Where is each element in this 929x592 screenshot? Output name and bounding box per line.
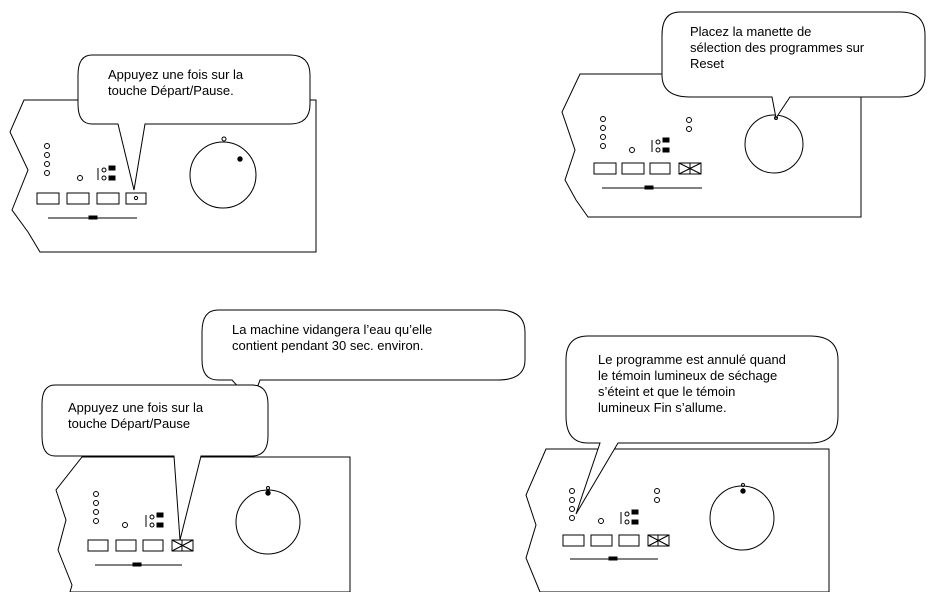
option-button-3[interactable]	[96, 192, 120, 205]
control-panel-outline	[525, 448, 830, 592]
control-panel-outline	[9, 99, 317, 253]
indicator-lights	[44, 143, 83, 181]
panel-step4	[525, 335, 839, 592]
scale-line	[570, 556, 658, 561]
control-panel-outline	[561, 73, 862, 218]
start-pause-button-lit[interactable]	[678, 162, 702, 175]
speech-bubble	[565, 335, 839, 515]
option-button-2[interactable]	[621, 162, 645, 175]
speech-bubble	[77, 54, 311, 191]
program-dial[interactable]	[235, 486, 301, 555]
option-button-2[interactable]	[590, 534, 613, 547]
control-panel-outline	[55, 456, 351, 592]
start-pause-button-lit[interactable]	[647, 534, 670, 547]
program-dial[interactable]	[709, 483, 775, 551]
option-button-1[interactable]	[593, 162, 617, 175]
option-button-1[interactable]	[36, 192, 60, 205]
indicator-lights	[569, 488, 660, 524]
option-button-3[interactable]	[649, 162, 671, 175]
callout-step4: Le programme est annulé quand le témoin …	[598, 352, 786, 415]
option-button-2[interactable]	[115, 539, 137, 552]
button-row	[562, 534, 670, 547]
speech-bubble-bottom	[41, 384, 269, 541]
scale-line	[602, 185, 702, 190]
option-button-1[interactable]	[562, 534, 585, 547]
indicator-lights	[600, 116, 692, 153]
button-row	[87, 539, 194, 552]
indicator-lights	[93, 491, 128, 528]
dry-level-icon	[97, 165, 116, 181]
callout-step2: Placez la manette de sélection des progr…	[690, 24, 865, 71]
start-pause-button[interactable]	[125, 192, 147, 205]
option-button-1[interactable]	[87, 539, 109, 552]
option-button-3[interactable]	[618, 534, 640, 547]
dry-level-icon	[145, 512, 164, 528]
panel-step1	[9, 54, 317, 253]
program-dial[interactable]	[189, 136, 257, 209]
scale-line	[48, 215, 137, 220]
start-pause-button-lit[interactable]	[171, 539, 194, 552]
callout-step3-bottom: Appuyez une fois sur la touche Départ/Pa…	[68, 400, 204, 431]
scale-line	[95, 562, 182, 567]
dry-level-icon	[651, 137, 670, 153]
option-button-3[interactable]	[142, 539, 164, 552]
option-button-2[interactable]	[66, 192, 90, 205]
callout-step3-top: La machine vidangera l’eau qu’elle conti…	[232, 322, 433, 353]
callout-step1: Appuyez une fois sur la touche Départ/Pa…	[108, 67, 244, 98]
button-row	[593, 162, 702, 175]
button-row	[36, 192, 147, 205]
dry-level-icon	[620, 509, 639, 525]
panel-step3	[41, 309, 526, 592]
speech-bubble	[661, 11, 926, 120]
panel-step2	[561, 11, 926, 218]
